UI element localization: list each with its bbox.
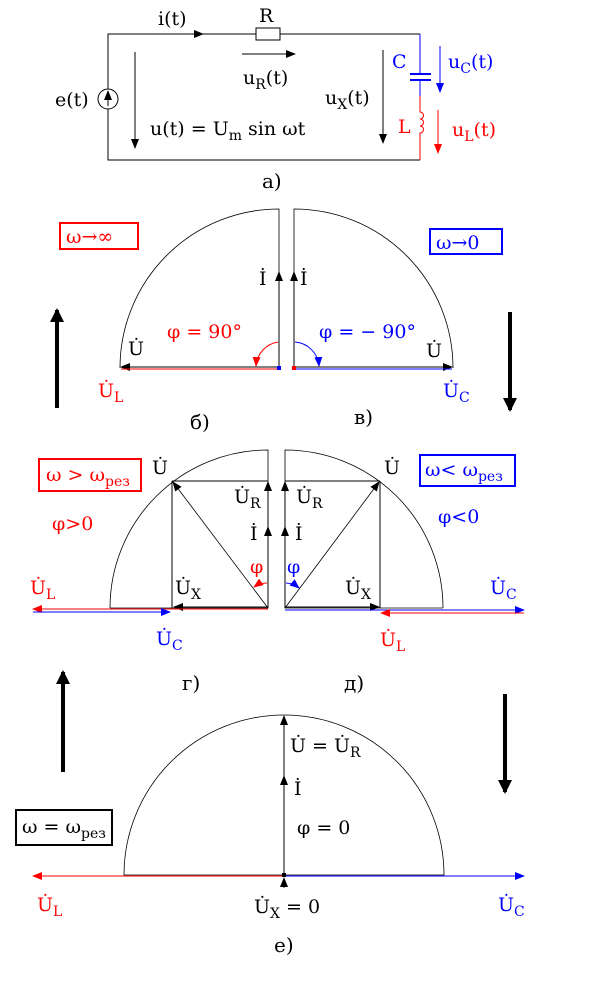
caption-d: д) bbox=[344, 671, 364, 695]
current-label: İ bbox=[295, 522, 303, 545]
current-label: İ bbox=[294, 777, 302, 800]
condition-box bbox=[38, 458, 142, 492]
phase-angle-arc bbox=[285, 579, 300, 589]
uC-label: U̇C bbox=[156, 628, 183, 654]
current-label: i(t) bbox=[158, 8, 187, 30]
locus-arc bbox=[123, 714, 445, 876]
locus-arc bbox=[109, 449, 269, 609]
panel-d-below-resonance: ω< ωрез φ<0 U̇ U̇R İ U̇X φ U̇C U̇L д) bbox=[281, 449, 525, 695]
uL-label: U̇L bbox=[37, 894, 62, 920]
inductor-label: L bbox=[398, 116, 411, 138]
condition-label: ω< ωрез bbox=[425, 459, 503, 485]
uL-label: uL(t) bbox=[452, 119, 496, 145]
uX-label: U̇X = 0 bbox=[254, 896, 320, 922]
phase-angle-arc bbox=[253, 578, 268, 588]
phase-angle-arc bbox=[252, 341, 279, 367]
uR-label: U̇R bbox=[234, 486, 261, 512]
uL-label: U̇L bbox=[98, 380, 123, 406]
uC-label: U̇C bbox=[490, 577, 517, 603]
panel-g-above-resonance: ω > ωрез φ>0 U̇ U̇R İ U̇X φ U̇L U̇C г) bbox=[30, 449, 272, 695]
panel-a-circuit: i(t) R uR(t) e(t) u(t) = Um sin ωt uX(t)… bbox=[55, 5, 496, 193]
phase-label: φ = − 90° bbox=[319, 321, 416, 343]
origin-dot bbox=[277, 366, 281, 370]
current-label: İ bbox=[259, 267, 267, 290]
caption-b: б) bbox=[190, 410, 210, 434]
condition-box bbox=[59, 222, 139, 250]
phase-angle-arc bbox=[294, 341, 323, 367]
current-label: İ bbox=[250, 522, 258, 545]
phase-sign: φ<0 bbox=[438, 506, 479, 528]
current-label: İ bbox=[300, 267, 308, 290]
uL-label: U̇L bbox=[30, 577, 55, 603]
phi-label: φ bbox=[287, 556, 300, 578]
inductor-coil bbox=[419, 96, 424, 160]
phase-label: φ = 0 bbox=[297, 817, 350, 839]
condition-label: ω > ωрез bbox=[46, 464, 130, 490]
origin-dot bbox=[282, 873, 286, 877]
caption-a: а) bbox=[262, 169, 282, 193]
voltage-label: U̇ bbox=[128, 338, 144, 360]
uC-label: U̇C bbox=[498, 894, 525, 920]
uR-label: uR(t) bbox=[243, 67, 288, 93]
locus-arc bbox=[284, 449, 444, 609]
uC-label: U̇C bbox=[443, 380, 470, 406]
voltage-formula: u(t) = Um sin ωt bbox=[150, 118, 306, 144]
origin-dot bbox=[292, 366, 296, 370]
uC-label: uC(t) bbox=[448, 51, 493, 77]
uR-label: U̇R bbox=[296, 486, 323, 512]
voltage-label: U̇ bbox=[384, 457, 400, 479]
condition-box bbox=[419, 454, 516, 487]
voltage-label: U̇ bbox=[152, 457, 168, 479]
panel-v-low-frequency: ω→0 İ U̇ U̇C φ = − 90° в) bbox=[290, 208, 517, 429]
uX-label: uX(t) bbox=[325, 87, 370, 113]
locus-arc bbox=[119, 208, 280, 369]
condition-label: ω→∞ bbox=[66, 226, 113, 248]
source-label: e(t) bbox=[55, 89, 89, 111]
voltage-label: U̇ bbox=[426, 340, 442, 362]
capacitor-label: C bbox=[392, 51, 407, 73]
condition-label: ω = ωрез bbox=[22, 816, 106, 842]
uX-label: U̇X bbox=[175, 577, 201, 603]
panel-b-high-frequency: ω→∞ İ U̇ U̇L φ = 90° б) bbox=[50, 208, 283, 434]
caption-g: г) bbox=[182, 671, 200, 695]
uX-label: U̇X bbox=[345, 577, 371, 603]
condition-box bbox=[429, 228, 503, 255]
resistor-symbol bbox=[255, 27, 281, 41]
voltage-phasor bbox=[172, 481, 269, 609]
caption-e: е) bbox=[274, 933, 294, 957]
panel-e-resonance: ω = ωрез U̇ = U̇R İ φ = 0 U̇X = 0 U̇L U̇… bbox=[15, 670, 525, 957]
voltage-phasor bbox=[284, 481, 380, 609]
condition-box bbox=[15, 809, 113, 846]
caption-v: в) bbox=[354, 405, 373, 429]
resistor-label: R bbox=[259, 5, 274, 27]
phi-label: φ bbox=[250, 556, 263, 578]
voltage-equality-label: U̇ = U̇R bbox=[290, 735, 361, 761]
circuit-wire bbox=[107, 33, 420, 161]
locus-arc bbox=[293, 208, 454, 369]
phase-label: φ = 90° bbox=[167, 321, 242, 343]
phase-sign: φ>0 bbox=[52, 513, 93, 535]
uL-label: U̇L bbox=[380, 629, 405, 655]
condition-label: ω→0 bbox=[436, 232, 480, 254]
